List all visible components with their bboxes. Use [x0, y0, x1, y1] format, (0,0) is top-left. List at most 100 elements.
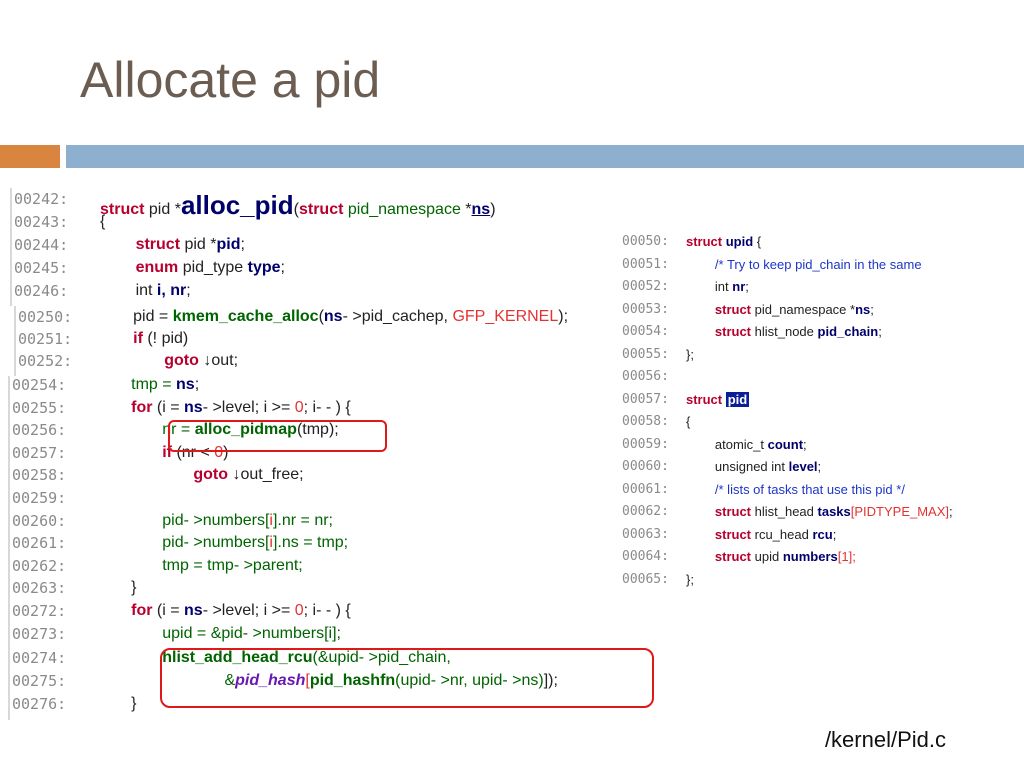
- code-line: 00242:struct pid *alloc_pid(struct pid_n…: [12, 190, 612, 220]
- code-token: - >level; i >=: [202, 398, 295, 416]
- code-token: struct: [100, 236, 185, 253]
- code-text: enum pid_type type;: [100, 259, 285, 277]
- code-token: ;: [817, 459, 822, 474]
- code-token: upid: [754, 549, 783, 564]
- code-line: 00051: /* Try to keep pid_chain in the s…: [620, 257, 1024, 280]
- code-token: ): [490, 201, 496, 218]
- code-token: tmp = tmp- >parent;: [100, 556, 303, 574]
- code-line: 00060: unsigned int level;: [620, 459, 1024, 482]
- line-number: 00053:: [622, 301, 669, 317]
- code-token: pid_namespace: [347, 201, 466, 218]
- code-line: 00262: tmp = tmp- >parent;: [10, 557, 420, 580]
- code-token: &: [100, 671, 236, 689]
- line-number: 00052:: [622, 279, 669, 294]
- code-token: ;: [233, 352, 239, 369]
- code-token: atomic_t: [686, 436, 768, 452]
- code-line: 00251: if (! pid): [16, 330, 616, 352]
- code-token: (! pid): [147, 330, 189, 347]
- line-number: 00263:: [12, 579, 67, 598]
- code-token: ; i- - ) {: [303, 398, 351, 416]
- code-line: 00063: struct rcu_head rcu;: [620, 527, 1024, 550]
- code-token: 0: [294, 398, 304, 416]
- code-text: };: [686, 347, 694, 362]
- line-number: 00273:: [12, 625, 67, 644]
- code-text: &pid_hash[pid_hashfn(upid- >nr, upid- >n…: [100, 671, 557, 690]
- code-line: 00056:: [620, 369, 1024, 392]
- slide-title: Allocate a pid: [80, 52, 381, 108]
- line-number: 00244:: [14, 236, 69, 254]
- code-token: ): [223, 443, 229, 461]
- code-line: 00254: tmp = ns;: [10, 376, 420, 399]
- code-text: };: [686, 572, 694, 587]
- line-number: 00051:: [622, 256, 669, 272]
- code-token: (i =: [156, 602, 185, 619]
- code-text: for (i = ns- >level; i >= 0; i- - ) {: [100, 399, 351, 417]
- code-token: i: [269, 534, 273, 552]
- code-token: ↓out: [203, 352, 234, 369]
- code-token: ns: [184, 602, 203, 619]
- code-token: ;: [240, 236, 245, 253]
- code-token: nr: [732, 279, 746, 294]
- code-text: hlist_add_head_rcu(&upid- >pid_chain,: [100, 649, 451, 667]
- code-token: - >level; i >=: [202, 602, 295, 619]
- code-token: struct: [298, 201, 348, 218]
- code-token: pid_hashfn: [309, 671, 396, 689]
- code-text: goto ↓out_free;: [100, 466, 303, 484]
- code-token: ns: [855, 301, 871, 317]
- code-token: pid *: [148, 201, 181, 218]
- accent-bar-orange: [0, 145, 60, 168]
- code-token: hlist_node: [754, 324, 818, 339]
- code-token: }: [100, 579, 137, 597]
- line-number: 00060:: [622, 459, 669, 474]
- code-token: i, nr: [156, 282, 187, 299]
- code-token: rcu_head: [754, 526, 813, 542]
- code-token: goto: [100, 466, 233, 484]
- code-token: /* lists of tasks that use this pid */: [686, 481, 905, 497]
- line-number: 00245:: [14, 259, 69, 277]
- code-line: 00054: struct hlist_node pid_chain;: [620, 324, 1024, 347]
- code-snippet-kmem-cache-alloc: 00250: pid = kmem_cache_alloc(ns- >pid_c…: [16, 306, 616, 376]
- code-text: struct hlist_node pid_chain;: [686, 324, 882, 339]
- line-number: 00058:: [622, 414, 669, 429]
- code-token: int: [686, 279, 733, 294]
- code-line: 00273: upid = &pid- >numbers[i];: [10, 625, 660, 648]
- code-text: struct pid_namespace *ns;: [686, 302, 874, 317]
- code-token: for: [100, 602, 157, 619]
- line-number: 00250:: [18, 308, 73, 326]
- code-token: 1: [841, 549, 849, 564]
- code-line: 00274: hlist_add_head_rcu(&upid- >pid_ch…: [10, 649, 660, 672]
- code-token: GFP_KERNEL: [452, 308, 559, 325]
- line-number: 00272:: [12, 602, 67, 620]
- code-token: upid: [725, 234, 754, 249]
- code-line: 00055:};: [620, 347, 1024, 370]
- code-text: /* lists of tasks that use this pid */: [686, 482, 905, 497]
- code-token: *: [465, 201, 472, 218]
- code-text: struct upid numbers[1];: [686, 549, 856, 564]
- code-text: struct pid: [686, 391, 750, 407]
- code-text: if (! pid): [102, 330, 188, 348]
- code-text: nr = alloc_pidmap(tmp);: [100, 421, 339, 439]
- snippet-edge: [14, 306, 16, 376]
- code-snippet-alloc-pidmap-loop: 00254: tmp = ns;00255: for (i = ns- >lev…: [10, 376, 420, 602]
- snippet-edge: [10, 188, 12, 306]
- code-token: (upid- >nr, upid- >ns): [395, 671, 544, 689]
- code-token: unsigned int: [686, 459, 789, 474]
- code-text: goto ↓out;: [102, 352, 238, 370]
- line-number: 00055:: [622, 346, 669, 362]
- code-line: 00256: nr = alloc_pidmap(tmp);: [10, 421, 420, 444]
- line-number: 00243:: [14, 213, 69, 231]
- code-token: ns: [323, 308, 343, 325]
- code-token: pid: [725, 391, 750, 407]
- line-number: 00258:: [12, 466, 67, 485]
- code-token: ;: [280, 259, 285, 276]
- code-token: struct: [686, 234, 726, 249]
- code-token: (i =: [156, 398, 185, 416]
- code-line: 00062: struct hlist_head tasks[PIDTYPE_M…: [620, 504, 1024, 527]
- code-token: pid_type: [182, 259, 248, 276]
- code-token: pid_hash: [235, 671, 306, 689]
- code-token: };: [686, 571, 694, 587]
- code-token: struct: [100, 201, 149, 218]
- code-token: struct: [686, 526, 755, 542]
- code-token: [: [837, 549, 842, 564]
- code-token: count: [767, 436, 804, 452]
